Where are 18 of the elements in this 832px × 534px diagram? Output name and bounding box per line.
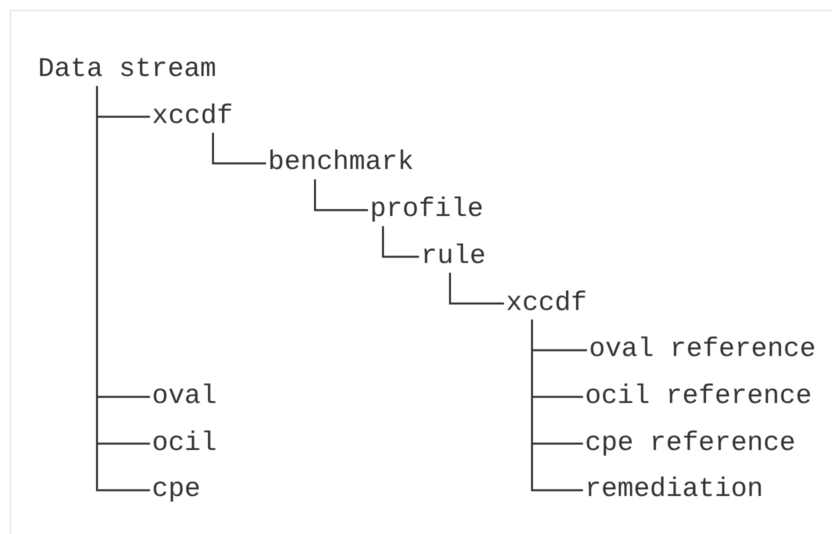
tree-item-label: xccdf bbox=[506, 288, 588, 320]
tree-item-label: cpe reference bbox=[585, 428, 796, 460]
tree-connector bbox=[531, 320, 583, 492]
tree-item-label: oval reference bbox=[589, 334, 816, 366]
tree-item-label: oval bbox=[152, 380, 217, 413]
tree-connector bbox=[314, 179, 368, 212]
tree-connector bbox=[382, 226, 419, 258]
tree-item-label: profile bbox=[370, 194, 484, 226]
tree-item-label: rule bbox=[421, 240, 486, 273]
tree-item-label: ocil reference bbox=[585, 380, 812, 413]
tree-connector bbox=[449, 272, 504, 304]
tree-item-label: remediation bbox=[585, 474, 764, 506]
tree-item-label: ocil bbox=[152, 428, 217, 460]
tree-item-label: xccdf bbox=[152, 100, 234, 133]
tree-item-label: benchmark bbox=[268, 147, 414, 180]
tree-item-label: Data stream bbox=[38, 54, 216, 86]
tree-item-label: cpe bbox=[152, 474, 201, 506]
tree-connector bbox=[212, 132, 266, 164]
